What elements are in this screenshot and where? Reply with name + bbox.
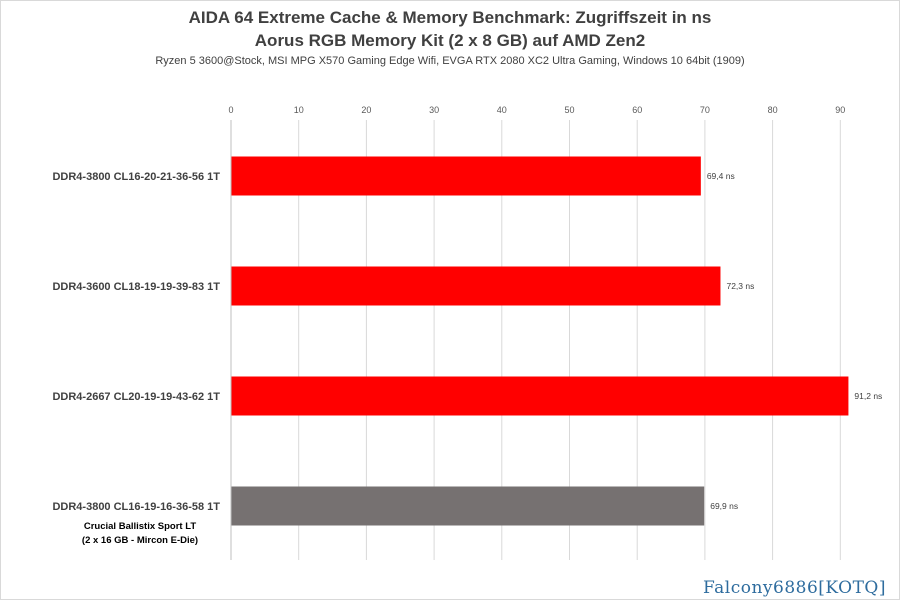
chart-title: AIDA 64 Extreme Cache & Memory Benchmark…	[188, 8, 712, 27]
data-label: 69,9 ns	[710, 501, 738, 511]
bar	[231, 486, 705, 526]
category-sublabel: (2 x 16 GB - Mircon E-Die)	[82, 535, 198, 546]
x-tick-label: 60	[632, 105, 642, 115]
x-tick-label: 70	[700, 105, 710, 115]
data-label: 72,3 ns	[726, 281, 754, 291]
x-tick-label: 0	[228, 105, 233, 115]
bar	[231, 156, 701, 196]
x-tick-label: 40	[497, 105, 507, 115]
category-label: DDR4-2667 CL20-19-19-43-62 1T	[52, 391, 220, 403]
x-tick-label: 80	[768, 105, 778, 115]
category-label: DDR4-3800 CL16-19-16-36-58 1T	[52, 501, 220, 513]
bar	[231, 376, 849, 416]
data-label: 91,2 ns	[854, 391, 882, 401]
x-tick-label: 10	[294, 105, 304, 115]
x-tick-label: 30	[429, 105, 439, 115]
x-tick-label: 50	[564, 105, 574, 115]
x-tick-label: 20	[361, 105, 371, 115]
chart-subtitle: Ryzen 5 3600@Stock, MSI MPG X570 Gaming …	[155, 55, 745, 67]
watermark-logo: Falcony6886[KOTQ]	[702, 578, 886, 598]
bar	[231, 266, 721, 306]
category-label: DDR4-3600 CL18-19-19-39-83 1T	[52, 281, 220, 293]
data-label: 69,4 ns	[707, 171, 735, 181]
chart-title-line-2: Aorus RGB Memory Kit (2 x 8 GB) auf AMD …	[254, 31, 646, 50]
category-label: DDR4-3800 CL16-20-21-36-56 1T	[52, 171, 220, 183]
x-tick-label: 90	[835, 105, 845, 115]
category-sublabel: Crucial Ballistix Sport LT	[84, 521, 196, 532]
